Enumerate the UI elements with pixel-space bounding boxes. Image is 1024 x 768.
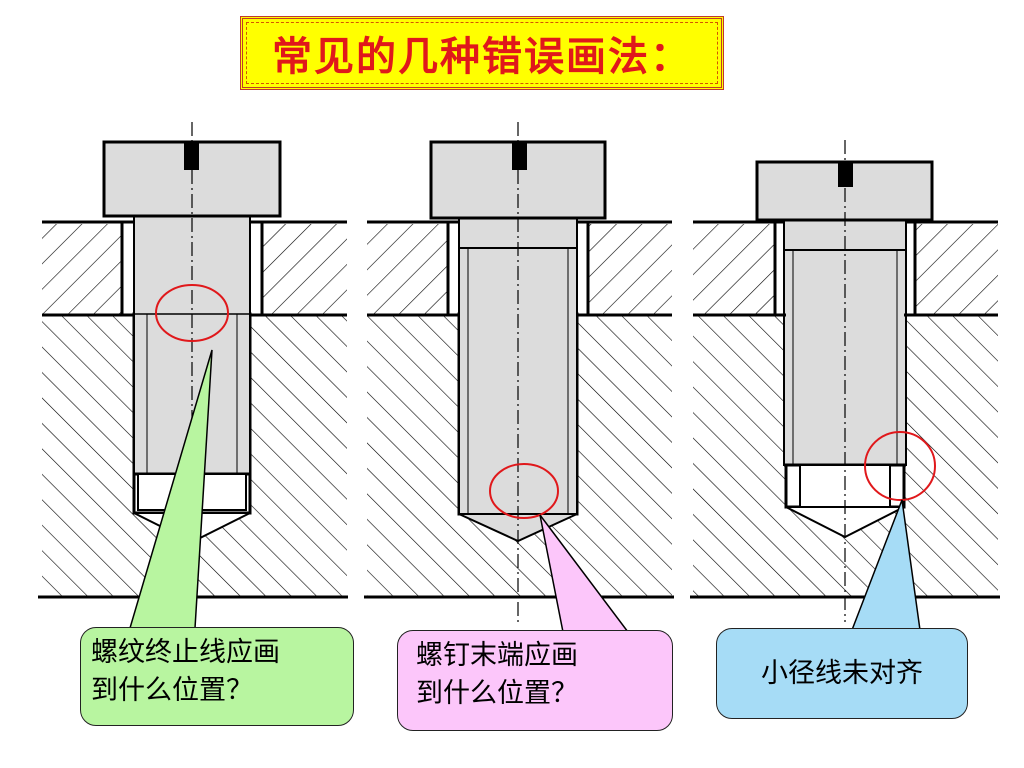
- callout-text: 小径线未对齐: [761, 657, 923, 689]
- callout-line-1: 螺钉末端应画: [416, 640, 578, 671]
- screw-slot: [512, 142, 527, 170]
- error-circle: [155, 284, 229, 342]
- callout-minor-diameter: 小径线未对齐: [716, 628, 968, 719]
- assembly-1: [38, 122, 348, 629]
- callout-line-1: 螺纹终止线应画: [91, 637, 280, 668]
- callout-line-2: 到什么位置？: [416, 678, 578, 709]
- assembly-2: [364, 122, 674, 633]
- callout-line-2: 到什么位置？: [91, 675, 253, 706]
- callout-screw-end: 螺钉末端应画 到什么位置？: [397, 630, 673, 731]
- error-circle: [864, 431, 936, 501]
- callout-thread-end-line: 螺纹终止线应画 到什么位置？: [80, 627, 354, 726]
- page-title: 常见的几种错误画法：: [240, 16, 724, 90]
- error-circle: [489, 463, 559, 519]
- assembly-3: [690, 140, 1000, 631]
